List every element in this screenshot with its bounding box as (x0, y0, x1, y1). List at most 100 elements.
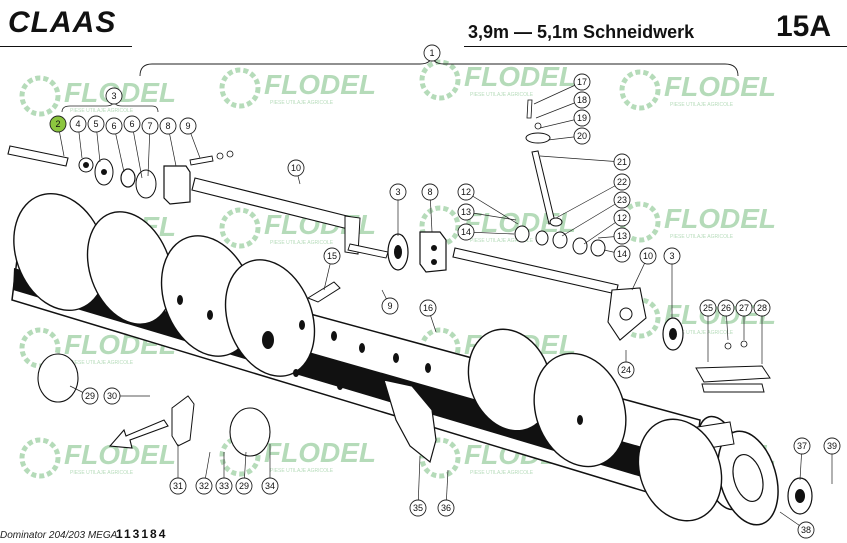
callout-3-29: 3 (663, 247, 681, 265)
bracket-15 (306, 281, 341, 303)
callout-label: 3 (111, 91, 116, 101)
callout-14-15: 14 (457, 223, 475, 241)
callout-3-2: 3 (105, 87, 123, 105)
callout-label: 19 (577, 113, 587, 123)
hub-3-right (662, 317, 684, 351)
cover-plate-29 (37, 353, 271, 457)
callout-label: 10 (643, 251, 653, 261)
callout-12-25: 12 (613, 209, 631, 227)
callout-28-35: 28 (753, 299, 771, 317)
plate-31 (171, 395, 195, 447)
hub-37 (787, 477, 813, 515)
callout-22-23: 22 (613, 173, 631, 191)
callout-24-31: 24 (617, 361, 635, 379)
svg-text:PIESE UTILAJE AGRICOLE: PIESE UTILAJE AGRICOLE (70, 360, 134, 366)
callout-label: 9 (185, 121, 190, 131)
callout-label: 8 (165, 121, 170, 131)
brand-underline (0, 46, 132, 47)
callout-label: 39 (827, 441, 837, 451)
svg-text:PIESE UTILAJE AGRICOLE: PIESE UTILAJE AGRICOLE (470, 92, 534, 98)
callout-label: 4 (75, 119, 80, 129)
brand-logo: CLAAS (8, 6, 117, 39)
callout-3-11: 3 (389, 183, 407, 201)
callout-label: 6 (111, 121, 116, 131)
callout-14-27: 14 (613, 245, 631, 263)
shaft-10 (191, 177, 389, 259)
svg-text:PIESE UTILAJE AGRICOLE: PIESE UTILAJE AGRICOLE (470, 470, 534, 476)
callout-label: 27 (739, 303, 749, 313)
callout-37-45: 37 (793, 437, 811, 455)
callout-label: 29 (85, 391, 95, 401)
callout-15-16: 15 (323, 247, 341, 265)
callout-9-9: 9 (179, 117, 197, 135)
svg-text:PIESE UTILAJE AGRICOLE: PIESE UTILAJE AGRICOLE (270, 468, 334, 474)
svg-text:PIESE UTILAJE AGRICOLE: PIESE UTILAJE AGRICOLE (670, 330, 734, 336)
arm-21-assembly (514, 99, 606, 257)
callout-8-12: 8 (421, 183, 439, 201)
callout-25-32: 25 (699, 299, 717, 317)
svg-text:FLODEL: FLODEL (264, 69, 376, 100)
callout-2-1: 2 (49, 115, 67, 133)
callout-label: 14 (617, 249, 627, 259)
callout-label: 10 (291, 163, 301, 173)
callout-35-43: 35 (409, 499, 427, 517)
callout-label: 21 (617, 157, 627, 167)
callout-label: 16 (423, 303, 433, 313)
svg-text:FLODEL: FLODEL (664, 71, 776, 102)
callout-20-21: 20 (573, 127, 591, 145)
callout-29-36: 29 (81, 387, 99, 405)
svg-text:PIESE UTILAJE AGRICOLE: PIESE UTILAJE AGRICOLE (70, 108, 134, 114)
auger-flights (13, 192, 723, 522)
callout-10-10: 10 (287, 159, 305, 177)
title-underline (464, 46, 847, 47)
callout-label: 18 (577, 95, 587, 105)
svg-text:PIESE UTILAJE AGRICOLE: PIESE UTILAJE AGRICOLE (270, 100, 334, 106)
callout-label: 3 (395, 187, 400, 197)
tube-holes (177, 295, 583, 425)
callout-5-4: 5 (87, 115, 105, 133)
shaft-2-assembly (7, 145, 234, 205)
callout-9-30: 9 (381, 297, 399, 315)
svg-text:FLODEL: FLODEL (264, 437, 376, 468)
callout-label: 14 (461, 227, 471, 237)
callout-label: 26 (721, 303, 731, 313)
callout-label: 25 (703, 303, 713, 313)
callout-label: 12 (617, 213, 627, 223)
callout-label: 36 (441, 503, 451, 513)
leader-line-6 (131, 123, 143, 179)
callout-label: 9 (387, 301, 392, 311)
callout-label: 30 (107, 391, 117, 401)
callout-label: 34 (265, 481, 275, 491)
callout-13-14: 13 (457, 203, 475, 221)
callout-31-38: 31 (169, 477, 187, 495)
callout-17-18: 17 (573, 73, 591, 91)
callout-label: 33 (219, 481, 229, 491)
leader-line-18 (533, 81, 583, 105)
page-number: 15A (776, 10, 832, 43)
callout-34-42: 34 (261, 477, 279, 495)
callout-label: 28 (757, 303, 767, 313)
callout-16-17: 16 (419, 299, 437, 317)
callout-label: 7 (147, 121, 152, 131)
callout-label: 13 (461, 207, 471, 217)
svg-text:PIESE UTILAJE AGRICOLE: PIESE UTILAJE AGRICOLE (270, 240, 334, 246)
callout-23-24: 23 (613, 191, 631, 209)
callout-label: 23 (617, 195, 627, 205)
callout-label: 29 (239, 481, 249, 491)
callout-19-20: 19 (573, 109, 591, 127)
flight-segment-35 (383, 379, 437, 464)
svg-text:PIESE UTILAJE AGRICOLE: PIESE UTILAJE AGRICOLE (670, 234, 734, 240)
callout-label: 1 (429, 48, 434, 58)
callout-12-13: 12 (457, 183, 475, 201)
callout-13-26: 13 (613, 227, 631, 245)
callout-33-40: 33 (215, 477, 233, 495)
callout-6-5: 6 (105, 117, 123, 135)
shaft-10-right (452, 247, 647, 341)
footer-code: 113184 (116, 527, 168, 541)
